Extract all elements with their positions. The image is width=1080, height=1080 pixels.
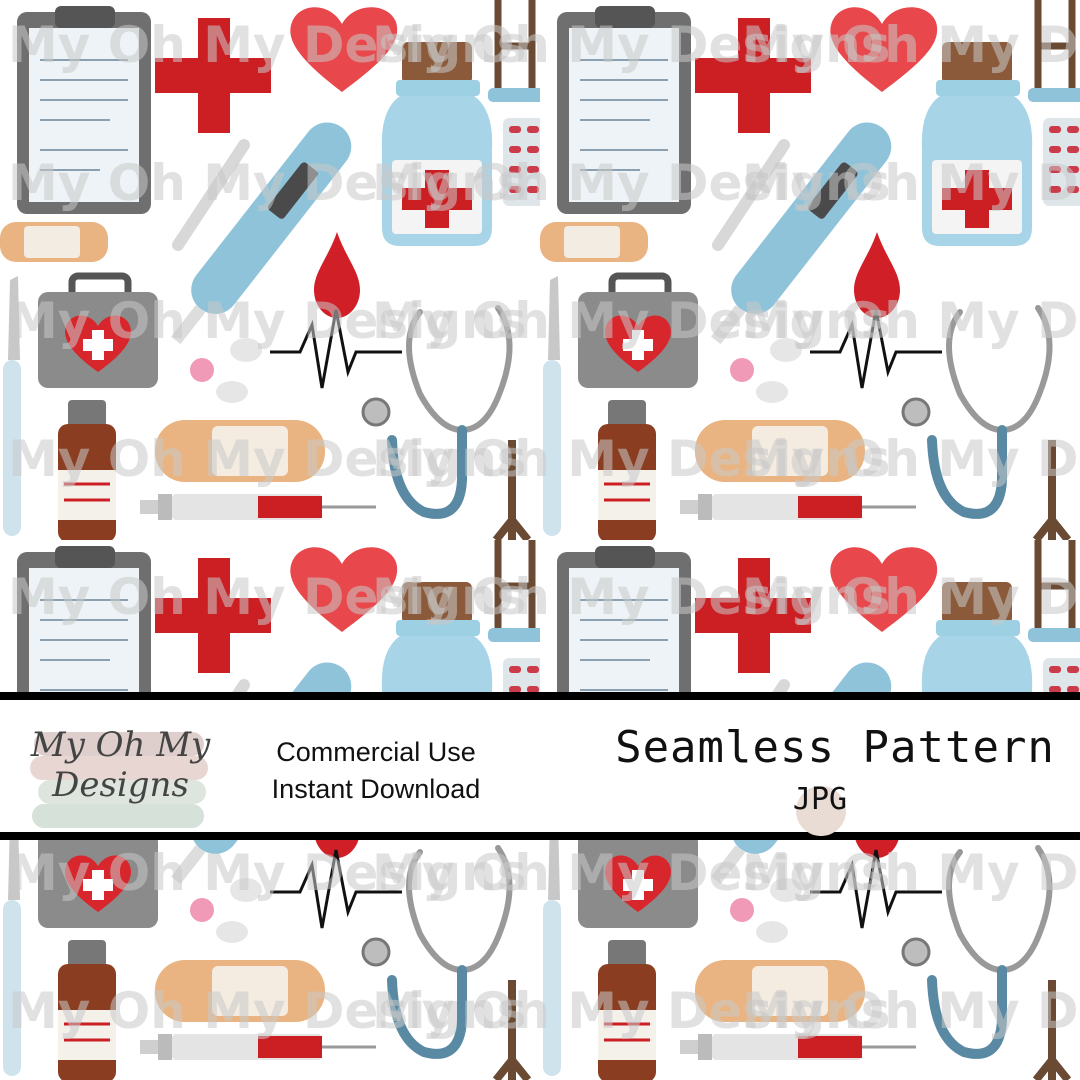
- watermark-text: My Oh My Designs: [742, 982, 1080, 1040]
- watermark-text: My Oh My Designs: [372, 430, 890, 488]
- watermark-text: My Oh My Designs: [372, 844, 890, 902]
- watermark-text: My Oh My Designs: [742, 154, 1080, 212]
- logo-line-1: My Oh My: [30, 725, 211, 765]
- watermark-text: My Oh My Designs: [8, 16, 526, 74]
- product-title: Seamless Pattern: [615, 722, 1055, 773]
- watermark-text: My Oh My Designs: [372, 568, 890, 626]
- product-banner: My Oh My Designs Commercial Use Instant …: [0, 692, 1080, 840]
- watermark-text: My Oh My Designs: [8, 568, 526, 626]
- format-label: JPG: [792, 782, 848, 817]
- watermark-text: My Oh My Designs: [742, 430, 1080, 488]
- instant-download-label: Instant Download: [271, 774, 481, 804]
- logo-line-2: Designs: [52, 765, 189, 805]
- watermark-text: My Oh My Designs: [742, 292, 1080, 350]
- format-dot: [796, 786, 846, 836]
- watermark-text: My Oh My Designs: [742, 16, 1080, 74]
- watermark-text: My Oh My Designs: [372, 982, 890, 1040]
- watermark-text: My Oh My Designs: [742, 844, 1080, 902]
- watermark-text: My Oh My Designs: [372, 16, 890, 74]
- commercial-use-label: Commercial Use: [276, 737, 476, 767]
- watermark-text: My Oh My Designs: [8, 154, 526, 212]
- watermark-text: My Oh My Designs: [372, 292, 890, 350]
- license-info: Commercial Use Instant Download: [236, 734, 516, 808]
- brand-logo: My Oh My Designs: [28, 714, 213, 832]
- watermark-text: My Oh My Designs: [8, 292, 526, 350]
- watermark-text: My Oh My Designs: [8, 430, 526, 488]
- format-badge: JPG: [776, 776, 864, 836]
- watermark-text: My Oh My Designs: [8, 844, 526, 902]
- logo-wordmark: My Oh My Designs: [28, 728, 213, 802]
- watermark-text: My Oh My Designs: [372, 154, 890, 212]
- watermark-text: My Oh My Designs: [742, 568, 1080, 626]
- watermark-text: My Oh My Designs: [8, 982, 526, 1040]
